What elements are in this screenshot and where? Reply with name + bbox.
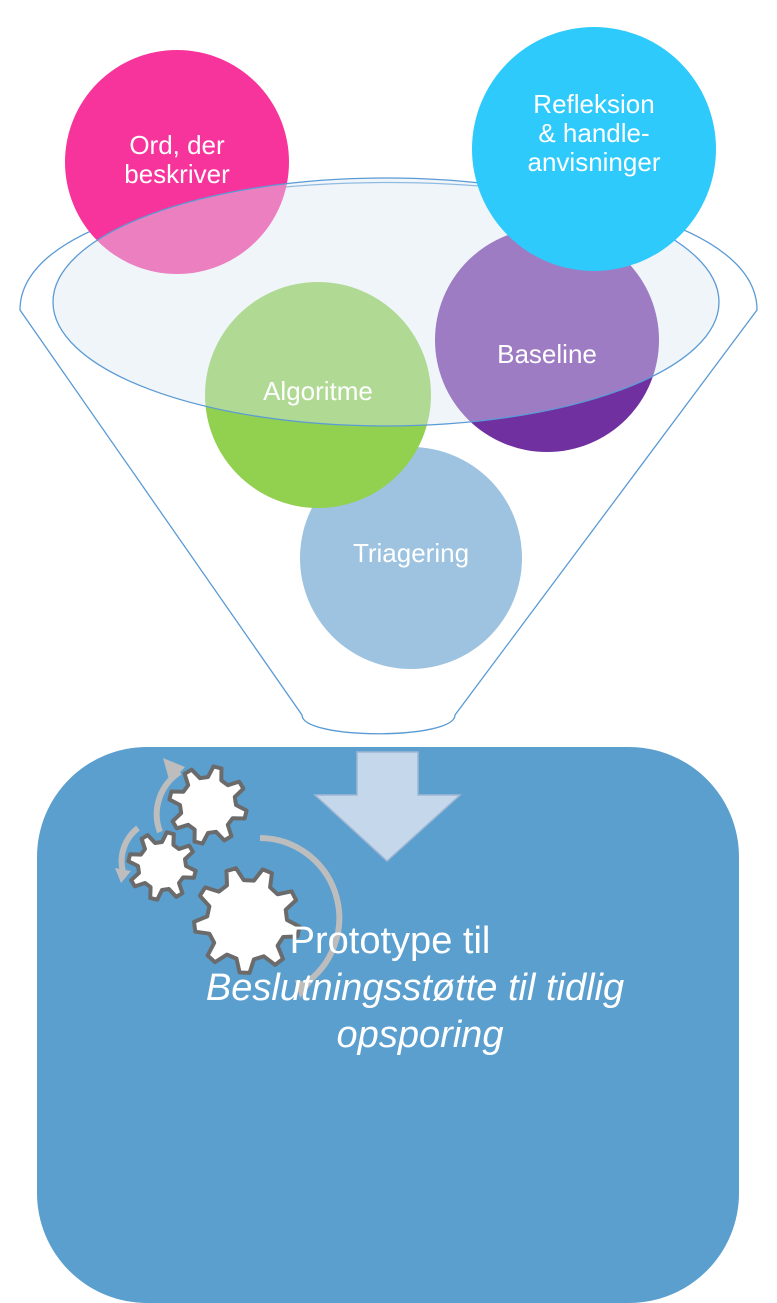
label-triagering: Triagering [352,538,470,568]
gear-top-icon [167,764,249,846]
down-arrow-icon [313,751,462,863]
label-ord-line2: beskriver [124,159,230,190]
result-subtitle-line2: opsporing [336,1014,504,1056]
cycle-arrow-right [259,835,343,988]
circle-algoritme [205,282,431,508]
label-algoritme: Algoritme [263,376,373,406]
label-ord-line1: Ord, der [129,130,225,160]
label-ord: Ord, der beskriver [97,130,257,190]
circle-ord [65,50,289,274]
result-title: Prototype til [289,920,491,962]
circle-refleksion [472,27,716,271]
circle-triagering [300,447,522,669]
label-baseline: Baseline [497,339,597,369]
label-refleksion-line3: anvisninger [527,147,661,178]
gears-cycle-icon [115,758,343,998]
label-refleksion: Refleksion & handle- anvisninger [499,89,689,178]
gear-large-icon [192,866,302,975]
gear-left-icon [126,830,198,902]
result-box [37,747,739,1303]
label-refleksion-line1: Refleksion [533,89,655,119]
result-subtitle: Beslutningsstøtte til tidlig [205,967,625,1009]
label-refleksion-line2: & handle- [538,118,650,149]
cycle-arrow-left [118,825,140,873]
